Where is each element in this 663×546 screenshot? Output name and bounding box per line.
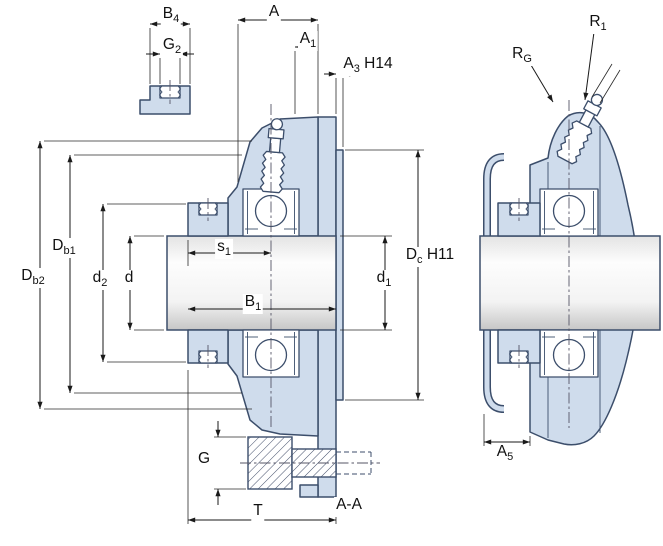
dim-label-r1: R1: [587, 13, 609, 34]
shaft-front: [166, 235, 337, 331]
dim-label-s1: s1: [215, 238, 233, 259]
bearing-front-top: [187, 188, 300, 237]
dim-label-t: T: [251, 502, 265, 523]
collar-detail-view: [139, 80, 191, 115]
front-section-view: [166, 104, 380, 498]
dim-label-dc: Dc H11: [403, 246, 457, 267]
dim-label-d1: d1: [374, 269, 394, 290]
bearing-side-top: [497, 188, 599, 237]
bearing-front-bottom: [187, 329, 300, 378]
bearing-side-bottom: [497, 329, 599, 378]
dim-label-g: G: [195, 450, 213, 471]
dim-label-rg: RG: [510, 45, 534, 66]
flange-bolt-section: [240, 436, 380, 490]
dim-label-a: A: [266, 3, 282, 24]
dim-label-d2: d2: [90, 269, 110, 290]
dim-label-g2: G2: [160, 36, 184, 57]
dim-label-a3: A3 H14: [341, 55, 395, 76]
dim-label-db2: Db2: [19, 267, 47, 288]
shaft-side: [479, 235, 661, 331]
dim-label-d: d: [122, 269, 136, 290]
extension-lines: [44, 24, 531, 524]
flange-spigot: [335, 149, 344, 401]
dim-label-a1: A1: [297, 30, 319, 51]
dim-label-b1: B1: [242, 293, 264, 314]
section-label-aa: A-A: [334, 496, 364, 517]
dim-label-b4: B4: [160, 5, 182, 26]
dim-label-a5: A5: [494, 443, 516, 464]
dim-label-db1: Db1: [50, 237, 78, 258]
side-section-view: [479, 63, 661, 446]
